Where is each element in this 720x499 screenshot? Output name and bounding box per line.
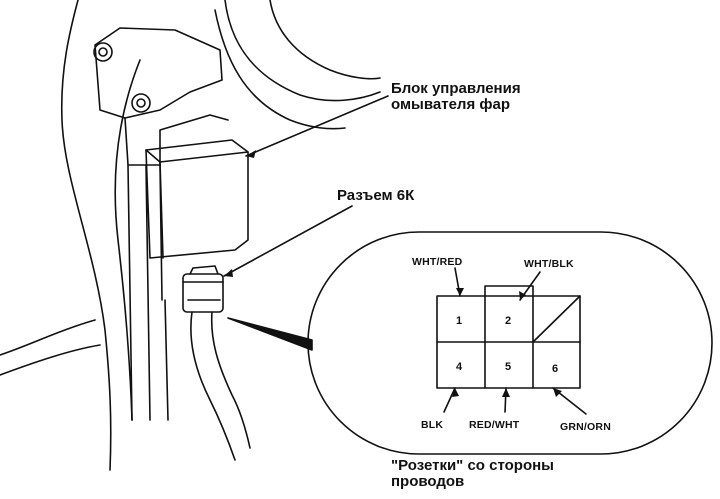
arrow-grn-orn: [553, 388, 562, 397]
leader-connector: [223, 205, 353, 277]
body-panel: [60, 0, 112, 471]
wire-label-pin5: RED/WHT: [469, 419, 520, 431]
pin-4: 4: [456, 361, 463, 373]
label-control-unit-line1: Блок управления: [391, 80, 521, 97]
connector-body: [182, 273, 224, 313]
bolt-upper: [93, 42, 113, 62]
connector-detail-oval: [307, 231, 713, 455]
pin-2: 2: [505, 315, 512, 327]
bracket-plate: [94, 27, 223, 119]
pin-6: 6: [552, 363, 559, 375]
wire-label-pin2: WHT/BLK: [524, 258, 574, 270]
arrow-connector: [224, 269, 233, 277]
wire-label-pin6: GRN/ORN: [560, 421, 611, 433]
hose-upper: [224, 0, 381, 102]
hose-left-2: [0, 344, 101, 376]
hose-lower: [269, 0, 381, 80]
connector-top: [182, 265, 224, 283]
mounting-rail-right: [164, 299, 169, 421]
label-connector: Разъем 6К: [337, 187, 415, 204]
wire-label-pin4: BLK: [421, 419, 444, 431]
label-view-note-line2: проводов: [391, 473, 465, 490]
zoom-pointer: [227, 317, 313, 351]
hose-edge: [214, 9, 346, 130]
wire-harness-2: [210, 311, 251, 449]
pin3-blank-diagonal: [532, 295, 581, 343]
mounting-rail-left: [127, 164, 163, 421]
arrow-wht-blk: [519, 291, 526, 300]
label-view-note-line1: "Розетки" со стороны: [391, 457, 554, 474]
control-unit-box: [145, 139, 249, 259]
arrow-wht-red: [456, 288, 464, 296]
arrow-blk: [452, 388, 459, 397]
bracket-step: [124, 114, 229, 166]
hose-left: [0, 319, 96, 356]
bolt-upper-inner: [98, 47, 108, 57]
label-control-unit-line2: омывателя фар: [391, 96, 511, 113]
bolt-lower: [131, 93, 151, 113]
arrow-control-unit: [246, 150, 256, 158]
wire-harness: [190, 311, 236, 461]
control-unit-top: [145, 149, 249, 163]
body-panel-inner: [114, 59, 141, 421]
pin-1: 1: [456, 315, 463, 327]
pin-5: 5: [505, 361, 512, 373]
pointer-blk: [443, 387, 456, 413]
wire-label-pin1: WHT/RED: [412, 256, 463, 268]
bolt-lower-inner: [136, 98, 146, 108]
connector-key: [484, 285, 534, 297]
arrow-red-wht: [502, 388, 510, 397]
leader-control-unit: [245, 95, 389, 157]
control-unit-edge: [159, 161, 164, 259]
